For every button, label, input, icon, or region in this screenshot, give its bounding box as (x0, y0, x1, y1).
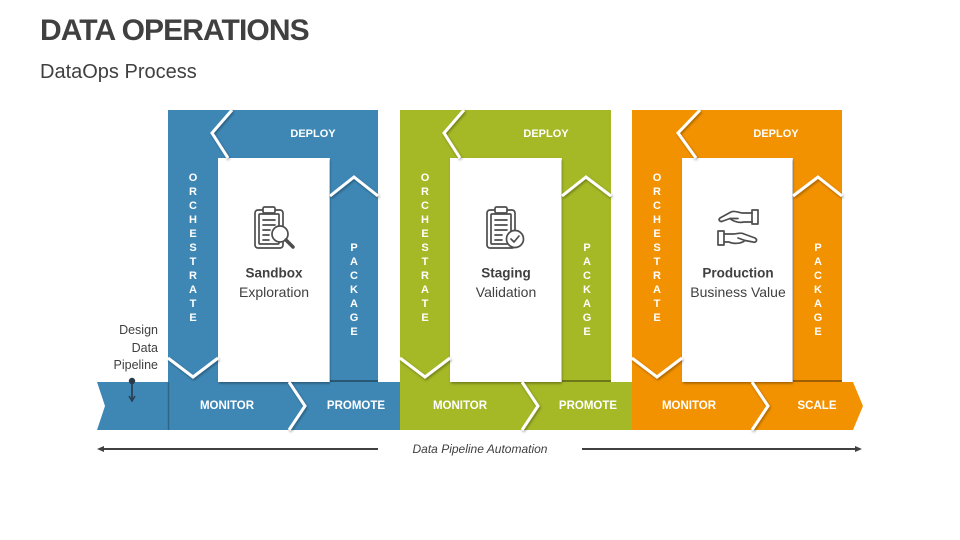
deploy-label: DEPLOY (290, 128, 336, 140)
clipboard-check-icon (482, 204, 530, 252)
stage-description: Validation (475, 284, 537, 300)
page-subtitle: DataOps Process (40, 61, 197, 83)
monitor-label: MONITOR (432, 400, 488, 412)
orchestrate-chevron-gap (399, 356, 451, 379)
deploy-label: DEPLOY (753, 128, 799, 140)
automation-label: Data Pipeline Automation (412, 442, 548, 456)
start-label-line: Design (119, 323, 158, 337)
stage-block-sandbox (167, 109, 400, 431)
orchestrate-chevron-gap (167, 356, 219, 379)
package-column (562, 158, 611, 382)
package-label: PACKAGE (813, 242, 823, 338)
monitor-label: MONITOR (661, 400, 717, 412)
start-label-line: Pipeline (113, 358, 158, 372)
scale-label: SCALE (797, 400, 837, 412)
promote-label: PROMOTE (558, 400, 618, 412)
start-label: Design Data Pipeline (114, 322, 158, 375)
orchestrate-label: ORCHESTRATE (652, 172, 662, 324)
stage-card (682, 158, 792, 382)
stage-card (450, 158, 561, 382)
package-label: PACKAGE (349, 242, 359, 338)
stage-name: Staging (481, 265, 531, 281)
stage-description: Business Value (690, 284, 786, 300)
monitor-label: MONITOR (199, 400, 255, 412)
package-column (330, 158, 378, 382)
monitor-arrow-gap (750, 381, 770, 431)
pin-arrow-down-icon (128, 377, 136, 403)
stage-card (218, 158, 329, 382)
stage-block-staging (399, 109, 632, 431)
monitor-arrow-gap (287, 381, 307, 431)
orchestrate-chevron-gap (631, 356, 683, 379)
page-title: DATA OPERATIONS (40, 14, 310, 47)
stage-block-production (631, 108, 863, 431)
deploy-chevron-gap (442, 109, 466, 159)
start-label-line: Data (131, 340, 158, 355)
deploy-label: DEPLOY (523, 128, 569, 140)
stage-description: Exploration (238, 284, 310, 300)
orchestrate-label: ORCHESTRATE (188, 172, 198, 324)
clipboard-search-icon (250, 204, 298, 252)
package-chevron-gap (329, 175, 379, 198)
deploy-chevron-gap (676, 108, 702, 159)
stage-name: Production (702, 265, 774, 281)
stage-name: Sandbox (245, 265, 303, 281)
monitor-arrow-gap (520, 381, 540, 431)
promote-label: PROMOTE (326, 400, 386, 412)
bottom-band (632, 382, 863, 430)
deploy-chevron-gap (210, 109, 234, 159)
arrowhead-right-icon (855, 446, 862, 452)
package-column (793, 158, 842, 382)
arrowhead-left-icon (97, 446, 104, 452)
giving-hands-icon (714, 204, 762, 252)
package-chevron-gap (561, 175, 612, 198)
package-chevron-gap (792, 175, 843, 198)
automation-arrow (97, 446, 862, 452)
pipeline-tail (97, 382, 168, 430)
orchestrate-label: ORCHESTRATE (420, 172, 430, 324)
package-label: PACKAGE (582, 242, 592, 338)
